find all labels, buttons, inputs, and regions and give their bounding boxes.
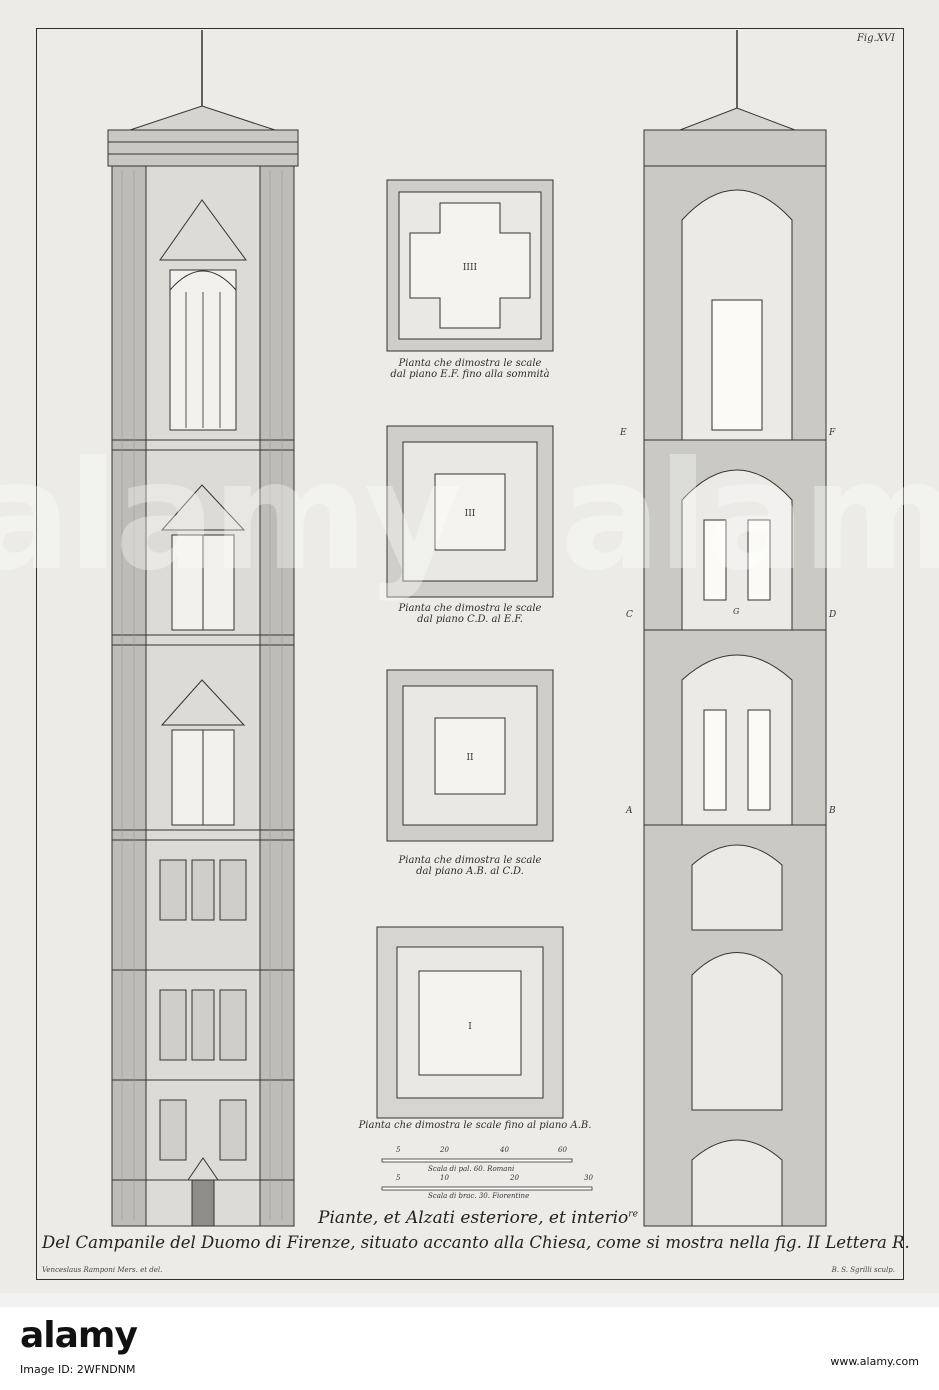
plate-title-line2: Del Campanile del Duomo di Firenze, situ… <box>42 1233 910 1252</box>
scale-roman-label: Scala di pal. 60. Romani <box>428 1165 515 1173</box>
plan-i-numeral: I <box>468 1022 472 1032</box>
scale-roman-tick-2: 20 <box>440 1146 449 1154</box>
scale-florentine-label: Scala di brac. 30. Fiorentine <box>428 1192 530 1200</box>
plan-ii: II <box>386 669 554 842</box>
plan-iii-caption: Pianta che dimostra le scale dal piano C… <box>398 603 542 625</box>
plan-i-caption: Pianta che dimostra le scale fino al pia… <box>358 1120 592 1131</box>
plan-ii-caption: Pianta che dimostra le scale dal piano A… <box>398 855 542 877</box>
plan-iiii-numeral: IIII <box>463 263 478 273</box>
plan-iii: III <box>386 425 554 598</box>
interior-section <box>643 30 827 1227</box>
scale-florentine-tick-4: 30 <box>584 1174 593 1182</box>
alamy-logo[interactable]: alamy <box>20 1315 138 1356</box>
alamy-url[interactable]: www.alamy.com <box>830 1355 919 1368</box>
section-letter-a: A <box>626 806 633 816</box>
section-letter-f: F <box>829 428 836 438</box>
scale-florentine-tick-3: 20 <box>510 1174 519 1182</box>
section-letter-e: E <box>620 428 627 438</box>
footer-bar <box>0 1293 939 1307</box>
stock-footer: alamy Image ID: 2WFNDNM www.alamy.com <box>0 1293 939 1390</box>
plan-iiii: IIII <box>386 179 554 352</box>
section-letter-d: D <box>829 610 837 620</box>
scale-florentine-tick-2: 10 <box>440 1174 449 1182</box>
scale-roman-tick-1: 5 <box>396 1146 401 1154</box>
plan-i: I <box>376 926 564 1119</box>
plate-title-line1: Piante, et Alzati esteriore, et interior… <box>318 1208 638 1228</box>
credit-draughtsman: Venceslaus Ramponi Mers. et del. <box>42 1266 163 1274</box>
section-letter-c: C <box>626 610 633 620</box>
plate-border <box>36 28 904 1280</box>
image-id: Image ID: 2WFNDNM <box>20 1363 136 1376</box>
plan-iiii-caption: Pianta che dimostra le scale dal piano E… <box>390 358 550 380</box>
scale-bar-florentine <box>381 1186 593 1191</box>
engraving-sheet: Fig.XVI <box>0 0 939 1293</box>
scale-roman-tick-4: 60 <box>558 1146 567 1154</box>
scale-bar-roman <box>381 1158 573 1163</box>
exterior-elevation <box>107 30 299 1227</box>
scale-florentine-tick-1: 5 <box>396 1174 401 1182</box>
section-letter-g: G <box>733 607 740 616</box>
section-letter-b: B <box>829 806 836 816</box>
scale-roman-tick-3: 40 <box>500 1146 509 1154</box>
credit-engraver: B. S. Sgrilli sculp. <box>831 1266 895 1274</box>
plan-ii-numeral: II <box>466 753 474 763</box>
plan-iii-numeral: III <box>465 509 476 519</box>
figure-number: Fig.XVI <box>856 33 895 44</box>
